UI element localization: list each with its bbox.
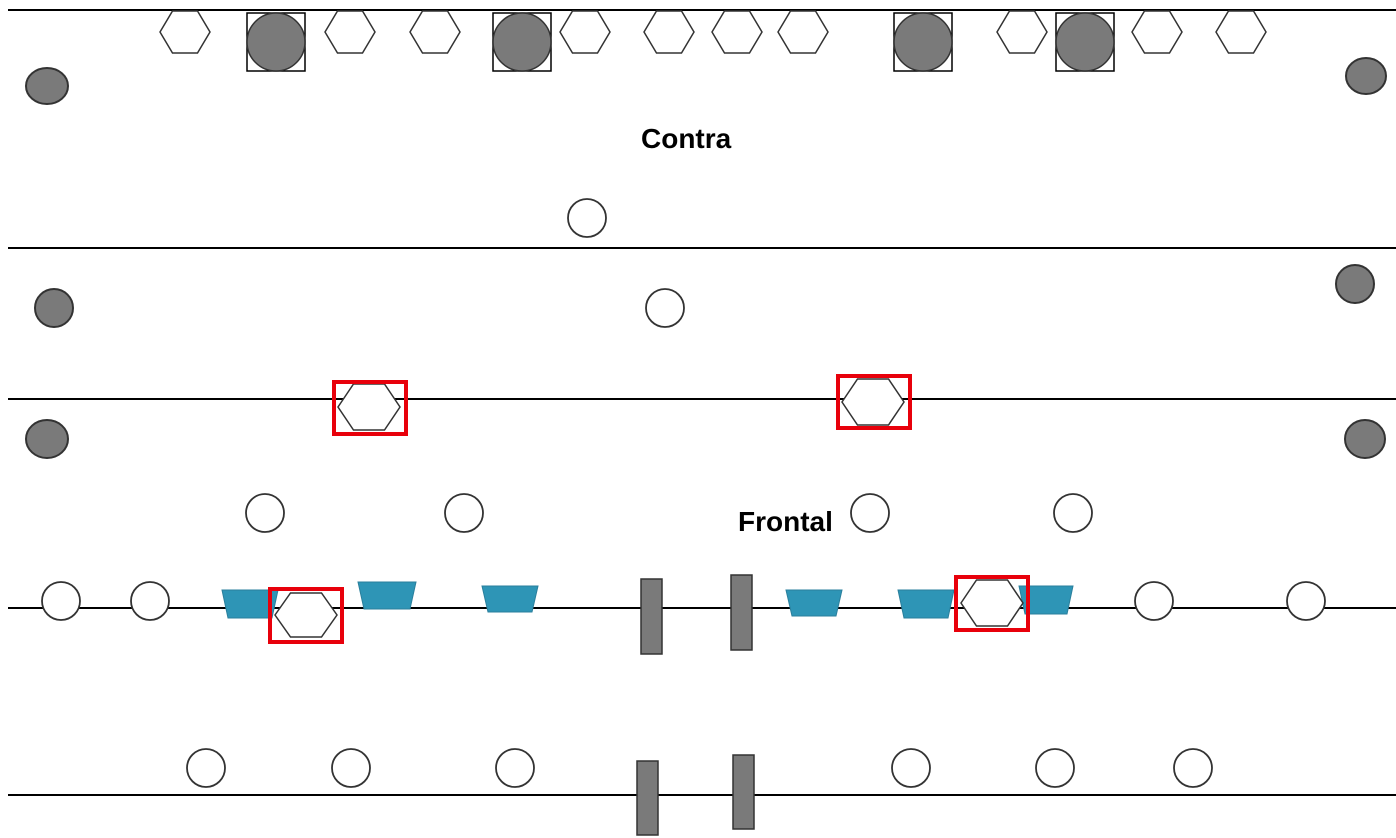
gray-circle-icon [1344,419,1386,459]
hexagon-icon [559,10,611,54]
hexagon-icon [159,10,211,54]
red-highlight-box [332,380,408,436]
hexagon-icon [996,10,1048,54]
open-circle-icon [444,493,484,533]
open-circle-icon [891,748,931,788]
open-circle-icon [1173,748,1213,788]
open-circle-icon [1134,581,1174,621]
hexagon-icon [643,10,695,54]
hexagon-icon [1215,10,1267,54]
open-circle-icon [130,581,170,621]
open-circle-icon [850,493,890,533]
gray-circle-icon [34,288,74,328]
open-circle-icon [567,198,607,238]
gray-circle-icon [1345,57,1387,95]
hexagon-icon [324,10,376,54]
contra-label: Contra [641,123,732,154]
gray-rectangle-icon [640,578,663,655]
gray-circle-icon [1335,264,1375,304]
hexagon-icon [841,378,905,426]
gray-circle-icon [25,419,69,459]
gray-circle-icon [246,12,306,72]
open-circle-icon [1286,581,1326,621]
open-circle-icon [331,748,371,788]
gray-circle-icon [893,12,953,72]
red-highlight-box [268,587,344,644]
gray-circle-icon [1055,12,1115,72]
blue-trapezoid-icon [785,589,843,617]
open-circle-icon [245,493,285,533]
highlight-layer [268,374,1030,644]
red-highlight-box [954,575,1030,632]
frontal-label: Frontal [738,506,833,537]
open-circle-icon [186,748,226,788]
open-circle-icon [645,288,685,328]
hexagon-icon [409,10,461,54]
open-circle-icon [495,748,535,788]
shape-layer [25,10,1387,836]
hexagon-icon [337,383,401,431]
gray-circle-icon [492,12,552,72]
hexagon-icon [777,10,829,54]
gray-rectangle-icon [636,760,659,836]
gray-circle-icon [25,67,69,105]
red-highlight-box [836,374,912,430]
hexagon-icon [274,592,338,638]
blue-trapezoid-icon [481,585,539,613]
blue-trapezoid-icon [1018,585,1074,615]
open-circle-icon [1035,748,1075,788]
gray-rectangle-icon [732,754,755,830]
blue-trapezoid-icon [897,589,955,619]
blue-trapezoid-icon [357,581,417,610]
gray-rectangle-icon [730,574,753,651]
hexagon-icon [711,10,763,54]
open-circle-icon [1053,493,1093,533]
hexagon-icon [1131,10,1183,54]
open-circle-icon [41,581,81,621]
hexagon-icon [960,579,1024,627]
